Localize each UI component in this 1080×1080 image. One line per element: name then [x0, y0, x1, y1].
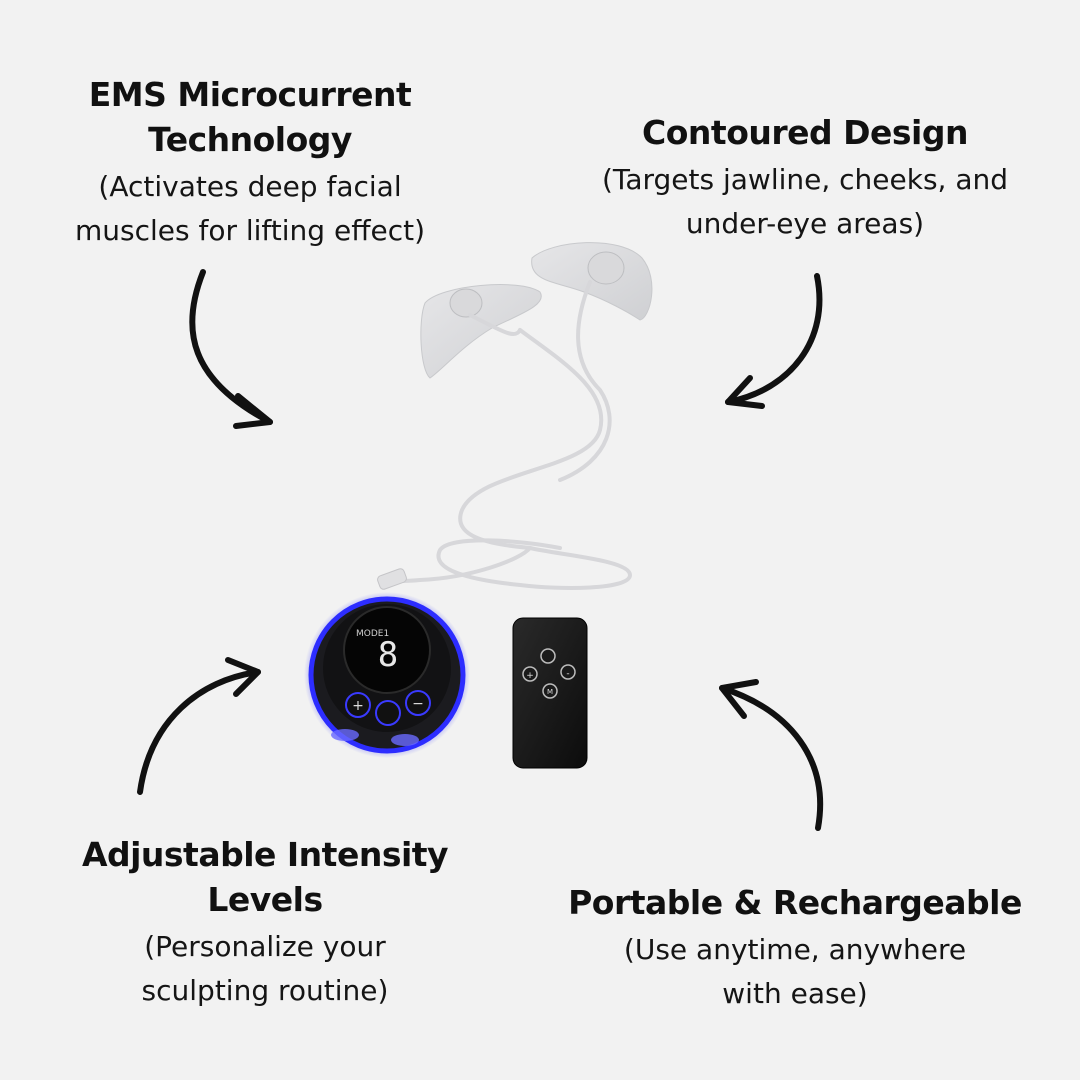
remote-up-button[interactable]	[540, 648, 556, 664]
feature-description: (Targets jawline, cheeks, and under-eye …	[565, 158, 1045, 246]
feature-title: EMS Microcurrent Technology	[40, 72, 460, 162]
feature-description-line: (Targets jawline, cheeks, and	[601, 163, 1009, 196]
feature-adjustable-intensity: Adjustable Intensity Levels (Personalize…	[40, 832, 490, 1013]
feature-title-line: Adjustable Intensity	[81, 835, 449, 874]
feature-description-line: (Activates deep facial	[98, 170, 402, 203]
feature-contoured-design: Contoured Design (Targets jawline, cheek…	[565, 110, 1045, 246]
feature-description: (Activates deep facial muscles for lifti…	[40, 165, 460, 253]
minus-button[interactable]	[405, 690, 431, 716]
feature-title-line: EMS Microcurrent	[88, 75, 412, 114]
feature-description-line: with ease)	[722, 977, 868, 1010]
arrow-icon	[189, 269, 273, 429]
arrow-icon	[137, 657, 261, 795]
feature-description-line: (Personalize your	[144, 930, 386, 963]
intensity-display: 8	[378, 635, 398, 675]
feature-description-line: muscles for lifting effect)	[74, 214, 426, 247]
mode-icon: M	[547, 688, 553, 696]
feature-description-line: sculpting routine)	[141, 974, 389, 1007]
feature-title: Adjustable Intensity Levels	[40, 832, 490, 922]
minus-icon: −	[412, 696, 424, 712]
mode-label: MODE1	[356, 629, 389, 639]
feature-description: (Use anytime, anywhere with ease)	[535, 928, 1055, 1016]
remote-plus-button[interactable]	[522, 666, 538, 682]
feature-ems-microcurrent: EMS Microcurrent Technology (Activates d…	[40, 72, 460, 253]
plus-button[interactable]	[345, 692, 371, 718]
arrow-icon	[719, 679, 824, 831]
minus-icon: -	[566, 669, 569, 679]
plus-icon: +	[352, 698, 364, 714]
feature-description: (Personalize your sculpting routine)	[40, 925, 490, 1013]
electrode-pad-left	[420, 284, 542, 379]
feature-portable-rechargeable: Portable & Rechargeable (Use anytime, an…	[535, 880, 1055, 1016]
feature-description-line: under-eye areas)	[685, 207, 925, 240]
remote-control: + - M	[512, 617, 588, 769]
feature-title: Portable & Rechargeable	[568, 883, 1022, 922]
cable-connector	[377, 568, 407, 590]
feature-title-line: Technology	[148, 120, 352, 159]
mode-button[interactable]	[375, 700, 401, 726]
plus-icon: +	[526, 671, 534, 681]
feature-title: Contoured Design	[642, 113, 968, 152]
remote-minus-button[interactable]	[560, 664, 576, 680]
feature-title-line: Levels	[207, 880, 323, 919]
ems-device: MODE1 8 + −	[304, 592, 470, 758]
arrow-icon	[725, 273, 823, 409]
feature-description-line: (Use anytime, anywhere	[623, 933, 967, 966]
remote-mode-button[interactable]	[542, 683, 558, 699]
